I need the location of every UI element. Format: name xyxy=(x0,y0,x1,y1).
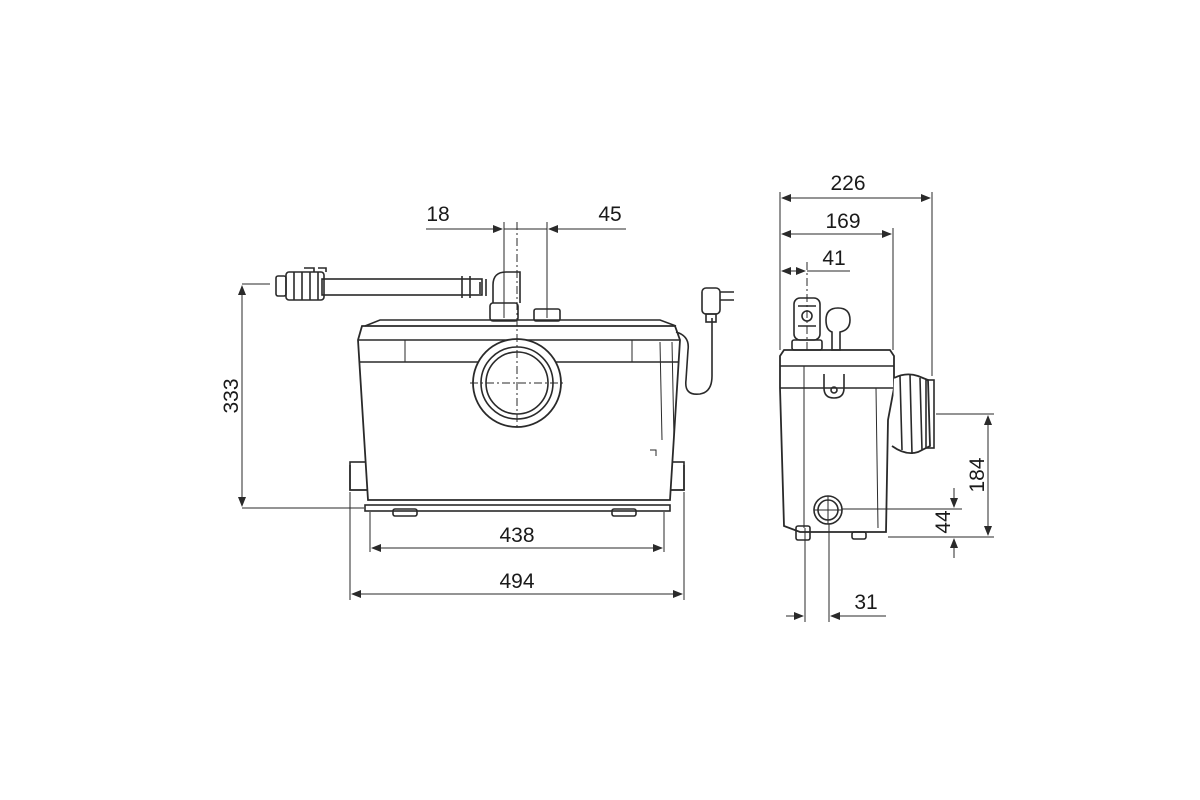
dim-label-41: 41 xyxy=(822,247,845,270)
side-top-fittings xyxy=(791,262,851,351)
dim-label-184: 184 xyxy=(966,457,989,492)
dim-label-494: 494 xyxy=(499,570,534,593)
front-view: 333 438 494 18 45 xyxy=(220,203,734,600)
dim-label-31: 31 xyxy=(854,591,877,614)
dimension-18-45: 18 45 xyxy=(426,203,626,233)
dimension-494: 494 xyxy=(349,492,685,600)
side-view: 226 169 41 184 44 xyxy=(779,172,994,622)
power-plug-icon xyxy=(675,287,734,396)
front-discharge-pipe xyxy=(275,222,561,430)
dimension-226: 226 xyxy=(779,172,933,376)
dim-label-438: 438 xyxy=(499,524,534,547)
dim-label-226: 226 xyxy=(830,172,865,195)
dimension-41: 41 xyxy=(781,247,850,275)
dimension-44: 44 xyxy=(842,488,962,558)
dim-label-169: 169 xyxy=(825,210,860,233)
dim-label-44: 44 xyxy=(932,510,955,534)
dim-label-18: 18 xyxy=(426,203,449,226)
dimension-184: 184 xyxy=(888,413,994,538)
dimension-31: 31 xyxy=(786,524,886,622)
dimension-438: 438 xyxy=(369,512,665,552)
dim-label-333: 333 xyxy=(220,378,243,413)
side-outlet-ring xyxy=(891,373,935,455)
dimension-333: 333 xyxy=(220,283,364,509)
side-inlet-port xyxy=(813,495,843,525)
dimension-169: 169 xyxy=(781,210,894,350)
side-tank-body xyxy=(779,349,895,533)
dim-label-45: 45 xyxy=(598,203,621,226)
